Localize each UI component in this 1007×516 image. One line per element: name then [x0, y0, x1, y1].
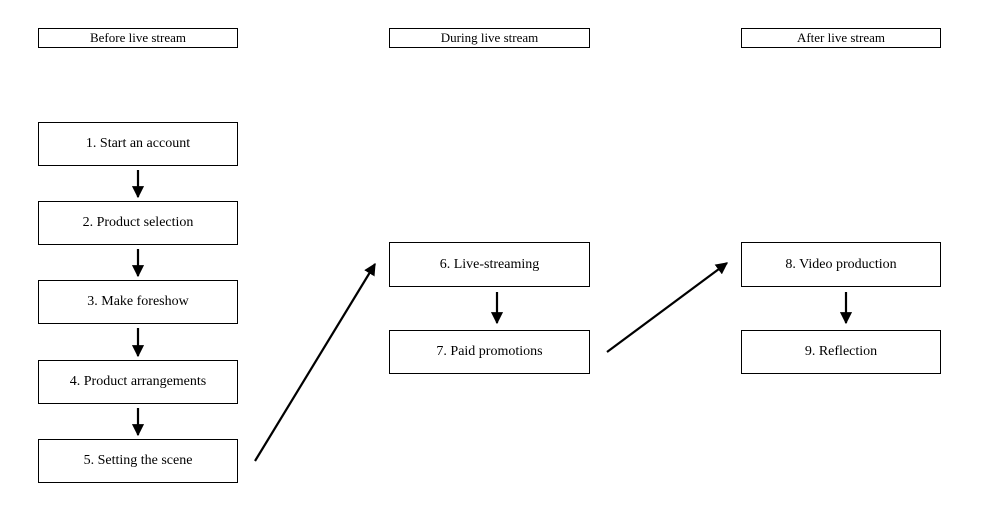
arrow-step5-to-step6 [254, 262, 376, 462]
step-product-selection: 2. Product selection [38, 201, 238, 245]
step-video-production: 8. Video production [741, 242, 941, 287]
step-start-account: 1. Start an account [38, 122, 238, 166]
step-reflection: 9. Reflection [741, 330, 941, 374]
phase-header-after: After live stream [741, 28, 941, 48]
phase-header-before: Before live stream [38, 28, 238, 48]
step-live-streaming: 6. Live-streaming [389, 242, 590, 287]
phase-header-during: During live stream [389, 28, 590, 48]
step-make-foreshow: 3. Make foreshow [38, 280, 238, 324]
arrow-step7-to-step8 [606, 262, 728, 353]
step-product-arrangements: 4. Product arrangements [38, 360, 238, 404]
step-paid-promotions: 7. Paid promotions [389, 330, 590, 374]
step-setting-the-scene: 5. Setting the scene [38, 439, 238, 483]
